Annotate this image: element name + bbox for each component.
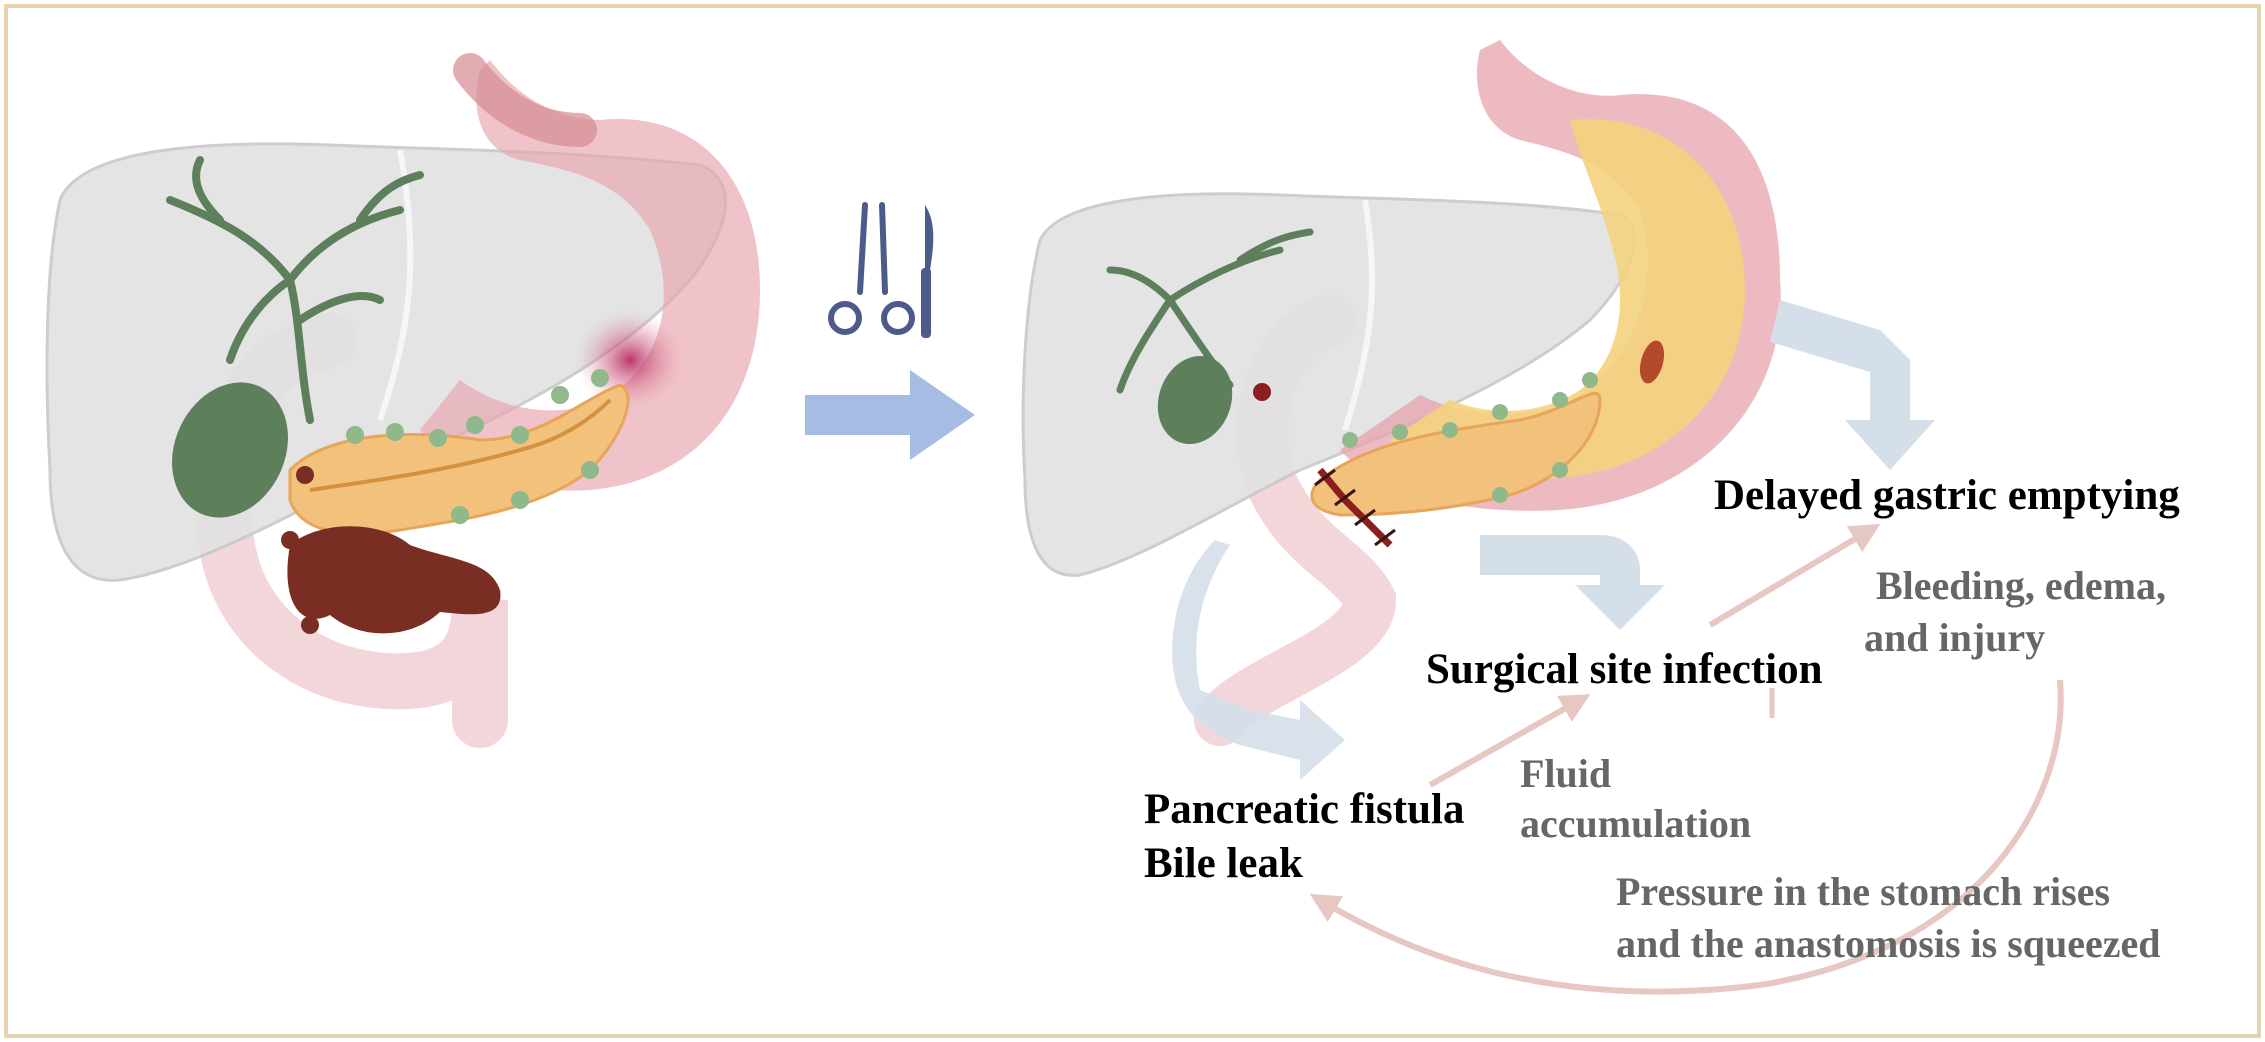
right-pancreas [1310, 391, 1602, 517]
outer-frame [4, 4, 2261, 1038]
label-bleeding-edema-line1: Bleeding, edema, [1876, 563, 2166, 608]
right-anatomy-illustration [1021, 40, 1781, 746]
arrow-pressure-feedback [1309, 679, 2064, 995]
right-bile-duct [1106, 228, 1314, 394]
anastomosis-suture [1317, 467, 1393, 548]
right-stomach-ulcer [1639, 340, 1665, 384]
label-delayed-gastric-emptying: Delayed gastric emptying [1714, 472, 2180, 519]
arrow-to-delayed-gastric [1770, 300, 1935, 470]
right-liver [1021, 192, 1636, 577]
right-gallbladder [1157, 355, 1233, 445]
arrow-to-surgical-site [1480, 535, 1665, 630]
label-pancreatic-fistula: Pancreatic fistula [1144, 786, 1465, 833]
arrow-to-pancreatic-fistula [1172, 540, 1345, 780]
left-tumor [287, 526, 501, 634]
surgery-arrow [805, 370, 975, 460]
left-anatomy-illustration [45, 53, 760, 748]
label-pressure-line2: and the anastomosis is squeezed [1616, 921, 2161, 966]
label-surgical-site-infection: Surgical site infection [1426, 646, 1823, 693]
left-bile-duct [166, 156, 424, 424]
left-stomach-lesion [575, 310, 685, 410]
right-lymph-nodes [1342, 372, 1598, 503]
right-stomach-content [1390, 119, 1745, 479]
label-fluid-line1: Fluid [1520, 751, 1612, 796]
scalpel-icon [921, 205, 934, 338]
label-bleeding-edema-line2: and injury [1864, 615, 2046, 660]
arrow-infection-to-gastric [1708, 523, 1881, 628]
left-gallbladder [172, 382, 288, 518]
label-pressure-line1: Pressure in the stomach rises [1616, 869, 2111, 914]
label-bile-leak: Bile leak [1144, 840, 1303, 887]
scissors-icon [828, 202, 915, 335]
arrow-fistula-to-infection [1428, 694, 1591, 788]
label-fluid-line2: accumulation [1520, 801, 1752, 846]
left-lymph-nodes [346, 369, 609, 524]
